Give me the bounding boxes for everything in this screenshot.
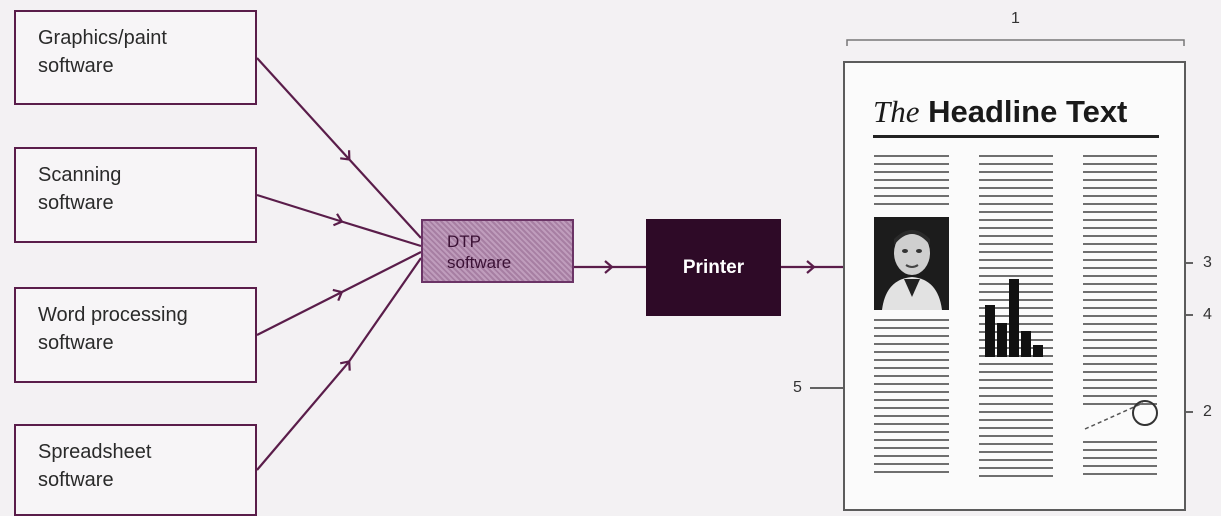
scanning-software-line2: software bbox=[38, 189, 255, 217]
mini-bar-chart bbox=[981, 277, 1051, 357]
mini-bar-5 bbox=[1033, 345, 1043, 357]
portrait-photo bbox=[874, 217, 949, 310]
spreadsheet-software-box: Spreadsheet software bbox=[14, 424, 257, 516]
dtp-software-box: DTP software bbox=[421, 219, 574, 283]
printer-label: Printer bbox=[683, 257, 744, 279]
mini-bar-3 bbox=[1009, 279, 1019, 357]
arrow-graphics-to-dtp bbox=[257, 58, 421, 238]
arrow-spreadsheet-to-dtp bbox=[257, 258, 421, 470]
page-headline: The Headline Text bbox=[873, 93, 1127, 131]
graphics-software-line1: Graphics/paint bbox=[38, 24, 255, 52]
spreadsheet-line2: software bbox=[38, 466, 255, 494]
column-1-text-bottom bbox=[874, 319, 949, 479]
graphics-software-box: Graphics/paint software bbox=[14, 10, 257, 105]
graphics-software-line2: software bbox=[38, 52, 255, 80]
printed-page: The Headline Text bbox=[843, 61, 1186, 511]
spreadsheet-line1: Spreadsheet bbox=[38, 438, 255, 466]
callout-1-label: 1 bbox=[1011, 10, 1020, 28]
headline-rule bbox=[873, 135, 1159, 138]
callout-4-label: 4 bbox=[1203, 306, 1212, 324]
column-3-text-bottom bbox=[1083, 441, 1157, 479]
arrow-scanning-to-dtp bbox=[257, 195, 421, 246]
headline-the: The bbox=[873, 94, 920, 129]
mini-bar-2 bbox=[997, 323, 1007, 357]
mini-bar-4 bbox=[1021, 331, 1031, 357]
mini-bar-1 bbox=[985, 305, 995, 357]
headline-main: Headline Text bbox=[928, 94, 1127, 129]
column-3-text-top bbox=[1083, 155, 1157, 411]
magnifier-graphic-icon bbox=[1083, 393, 1163, 435]
word-processing-line1: Word processing bbox=[38, 301, 255, 329]
word-processing-software-box: Word processing software bbox=[14, 287, 257, 383]
callout-5-label: 5 bbox=[793, 379, 802, 397]
callout-2-label: 2 bbox=[1203, 403, 1212, 421]
dtp-line2: software bbox=[447, 252, 572, 273]
scanning-software-line1: Scanning bbox=[38, 161, 255, 189]
page-bracket bbox=[847, 40, 1184, 46]
scanning-software-box: Scanning software bbox=[14, 147, 257, 243]
printer-box: Printer bbox=[646, 219, 781, 316]
column-1-text-top bbox=[874, 155, 949, 207]
word-processing-line2: software bbox=[38, 329, 255, 357]
dtp-line1: DTP bbox=[447, 231, 572, 252]
callout-3-label: 3 bbox=[1203, 254, 1212, 272]
